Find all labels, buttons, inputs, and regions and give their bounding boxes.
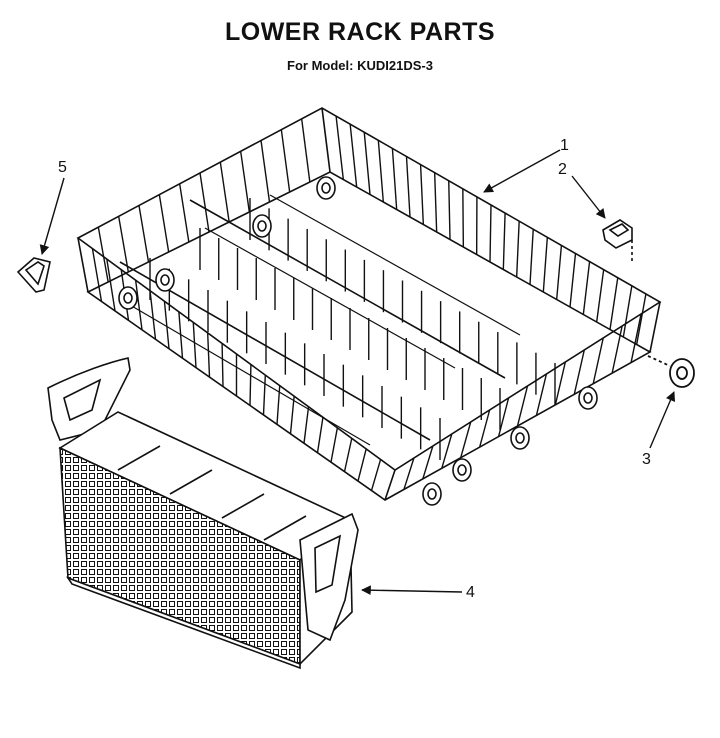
callout-4: 4 <box>466 584 475 601</box>
rack-wire <box>462 188 465 248</box>
rack-wire <box>239 151 251 213</box>
rack-wire <box>280 129 291 193</box>
rack-wire <box>316 417 324 453</box>
rack-wire <box>460 421 472 458</box>
rack-wire <box>555 245 563 300</box>
rack-wire <box>529 229 534 285</box>
rack-wire <box>262 375 267 415</box>
rack-wire <box>163 301 170 349</box>
silverware-basket <box>47 357 359 670</box>
rack-wire <box>635 293 647 345</box>
rack-wire <box>489 204 492 263</box>
rack-wheel <box>422 482 442 506</box>
rack-wire <box>330 427 339 463</box>
rack-wire <box>335 116 345 180</box>
rack-wire <box>569 253 577 308</box>
rack-wire <box>433 172 438 233</box>
rack-wheel-part <box>647 355 695 388</box>
rack-wire <box>357 448 367 482</box>
rack-wire <box>303 406 310 444</box>
rack-wire <box>609 277 619 330</box>
rack-wire <box>448 180 451 240</box>
rack-wire <box>300 118 311 183</box>
rack-wire <box>630 313 642 363</box>
rack-wire <box>422 445 434 480</box>
rack-wire <box>134 280 143 330</box>
rack-wire <box>377 140 385 203</box>
rack-wire <box>343 438 353 472</box>
rack-wire <box>192 322 197 368</box>
rack-wire <box>542 237 549 293</box>
rack-wire <box>138 205 150 263</box>
callout-3: 3 <box>642 451 651 468</box>
rack-wire <box>419 164 425 225</box>
rack-wire <box>219 162 230 223</box>
rack-wheel <box>452 458 472 482</box>
rack-wire <box>97 227 109 283</box>
model-subtitle: For Model: KUDI21DS-3 <box>287 58 433 73</box>
rack-wire <box>582 261 591 315</box>
rack-wheel <box>578 386 598 410</box>
rack-wire <box>573 349 585 395</box>
page-title: LOWER RACK PARTS <box>224 18 496 46</box>
callout-1: 1 <box>560 137 569 154</box>
rack-wire <box>289 396 295 434</box>
rack-tab <box>16 257 51 293</box>
rack-wheel <box>118 286 138 310</box>
rack-wire <box>199 172 210 233</box>
rack-wire <box>405 156 411 218</box>
rack-wire <box>515 221 520 278</box>
rack-wire <box>260 140 271 203</box>
rack-wire <box>149 290 157 340</box>
rack-wire <box>221 343 224 387</box>
rack-wire <box>178 183 190 243</box>
rack-wire <box>535 373 548 416</box>
rack-wire <box>516 385 529 427</box>
rack-wire <box>363 132 371 195</box>
rack-wire <box>106 258 116 312</box>
rack-wire <box>249 364 252 406</box>
rack-wheels <box>118 176 598 506</box>
rack-wire <box>554 361 567 406</box>
rack-wire <box>117 216 130 273</box>
callout-2: 2 <box>558 161 567 178</box>
rack-wire <box>478 409 491 448</box>
lower-rack <box>76 107 662 501</box>
rack-wheel <box>252 214 272 238</box>
rack-clip <box>602 219 633 262</box>
rack-wheel <box>510 426 530 450</box>
rack-wire <box>502 213 506 270</box>
rack-wire <box>441 433 453 469</box>
rack-wire <box>497 397 510 437</box>
rack-wire <box>622 285 633 338</box>
rack-wire <box>592 337 604 384</box>
rack-wire <box>595 269 605 323</box>
rack-wire <box>403 457 415 490</box>
rack-wire <box>91 248 103 302</box>
rack-wire <box>391 148 398 210</box>
rack-wheel <box>316 176 336 200</box>
rack-wire <box>158 194 170 253</box>
rack-wire <box>178 311 184 359</box>
rack-tines <box>91 116 647 491</box>
rack-wire <box>276 385 281 425</box>
rack-wire <box>370 459 382 491</box>
rack-wire <box>206 332 211 378</box>
rack-wire <box>349 124 358 188</box>
rack-wire <box>611 325 623 374</box>
rack-wheel <box>155 268 175 292</box>
leader-lines <box>39 149 676 596</box>
callout-5: 5 <box>58 159 67 176</box>
